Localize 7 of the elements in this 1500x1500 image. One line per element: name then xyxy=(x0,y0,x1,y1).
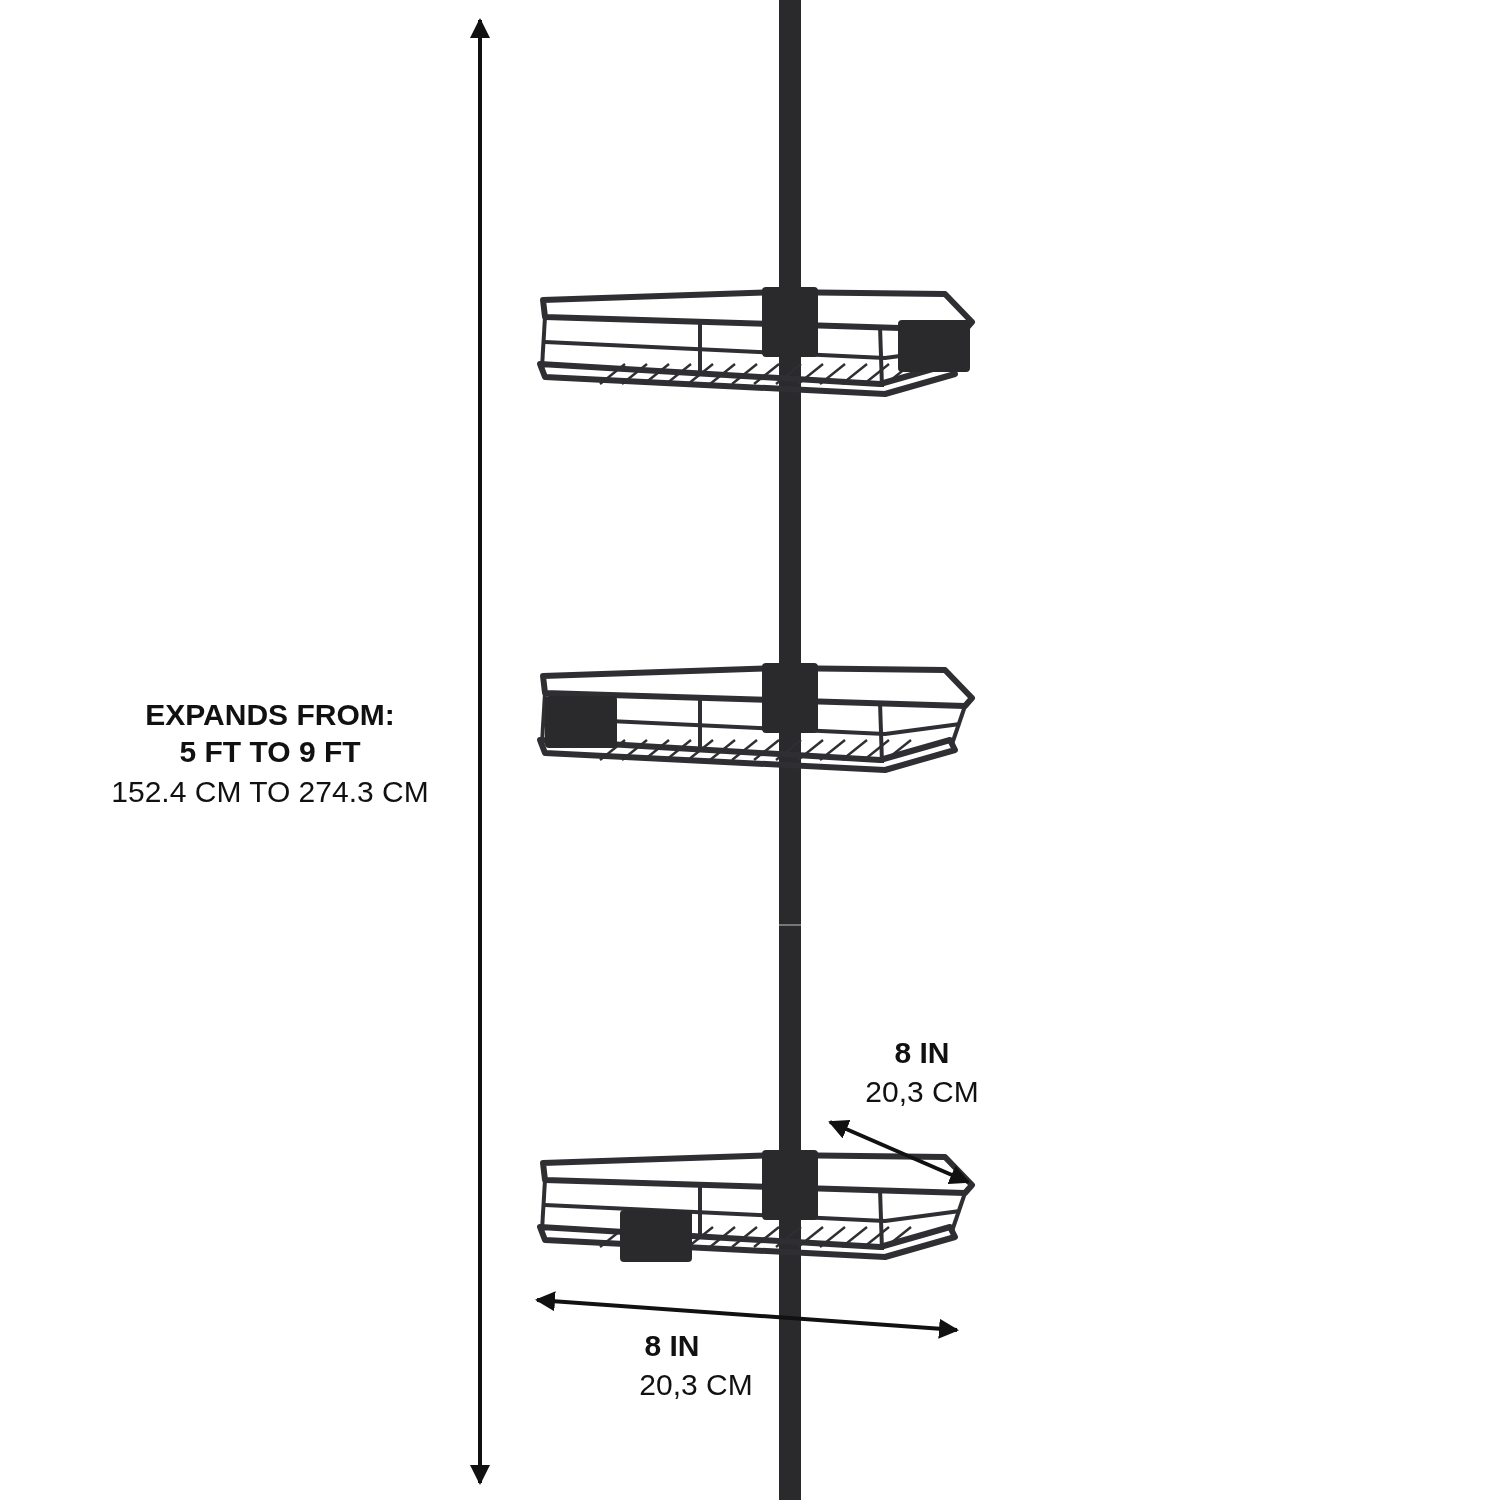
dimension-label: 20,3 CM xyxy=(865,1077,979,1107)
dimension-label: EXPANDS FROM: xyxy=(145,700,395,730)
dimension-label: 8 IN xyxy=(644,1331,700,1361)
dimension-label: 152.4 CM TO 274.3 CM xyxy=(111,777,429,807)
dimension-label: 20,3 CM xyxy=(639,1370,753,1400)
dimension-label: 8 IN xyxy=(894,1038,950,1068)
dimension-label: 5 FT TO 9 FT xyxy=(179,737,361,767)
